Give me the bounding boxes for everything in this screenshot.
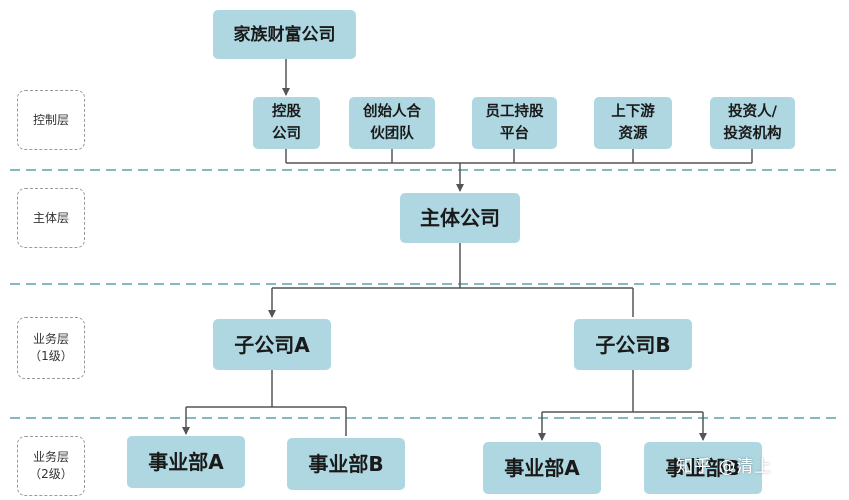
- connector-subb-to-divisions: [538, 370, 707, 441]
- connector-suba-to-divisions: [182, 370, 347, 436]
- node-supply-chain-resources: 上下游 资源: [594, 97, 672, 149]
- node-founder-partner-team: 创始人合 伙团队: [349, 97, 435, 149]
- node-division-b-under-a: 事业部B: [287, 438, 405, 490]
- node-division-b-under-b: 事业部B: [644, 442, 762, 494]
- node-holding-company: 控股 公司: [253, 97, 320, 149]
- connector-control-to-main: [285, 149, 753, 192]
- node-division-a-under-b: 事业部A: [483, 442, 601, 494]
- layer-label-business-level1: 业务层 （1级）: [17, 317, 85, 379]
- node-subsidiary-b: 子公司B: [574, 319, 692, 370]
- connector-main-to-subs: [268, 243, 634, 318]
- watermark: 知乎 @清上: [676, 457, 773, 477]
- node-family-wealth-company: 家族财富公司: [213, 10, 356, 59]
- layer-label-control: 控制层: [17, 90, 85, 150]
- layer-label-entity: 主体层: [17, 188, 85, 248]
- node-main-company: 主体公司: [400, 193, 520, 243]
- node-division-a-under-a: 事业部A: [127, 436, 245, 488]
- node-subsidiary-a: 子公司A: [213, 319, 331, 370]
- layer-label-business-level2: 业务层 （2级）: [17, 436, 85, 496]
- node-employee-stock-platform: 员工持股 平台: [472, 97, 557, 149]
- node-investors: 投资人/ 投资机构: [710, 97, 795, 149]
